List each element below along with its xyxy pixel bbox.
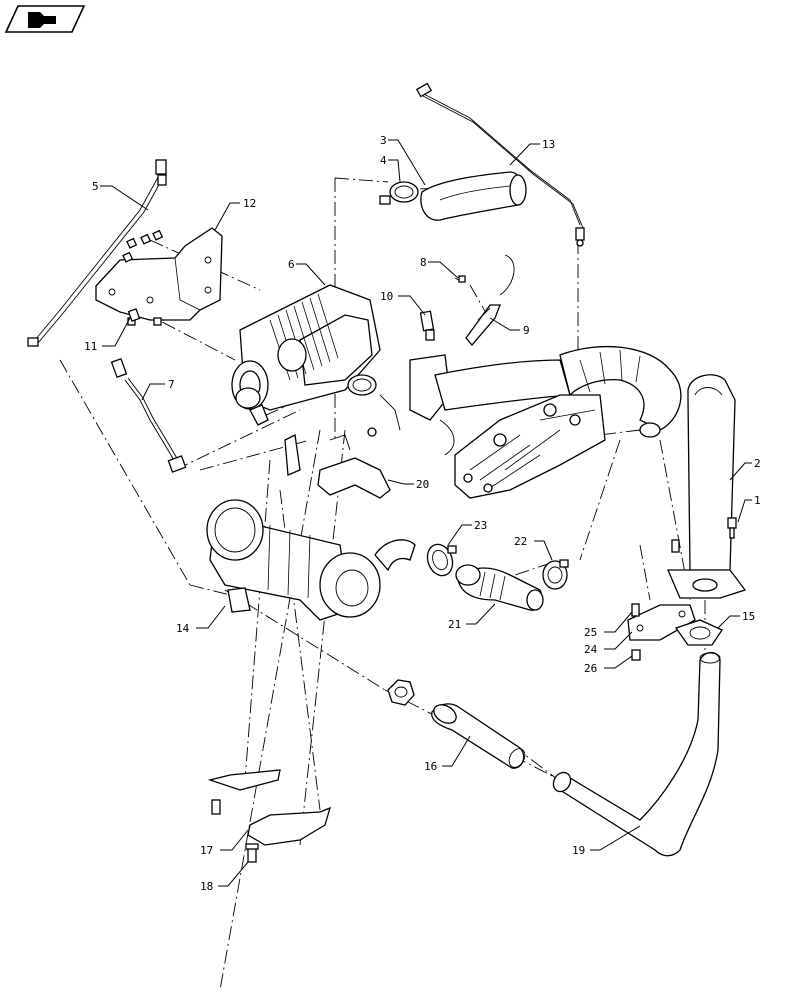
callout-18: 18 [200, 880, 213, 893]
callout-16: 16 [424, 760, 437, 773]
wire-harness-5 [27, 159, 167, 347]
callout-23: 23 [474, 519, 487, 532]
clamp-22 [542, 559, 569, 590]
muffler-14 [206, 499, 416, 621]
flex-pipe-21 [455, 564, 544, 611]
clamp-small [347, 374, 377, 437]
callout-4: 4 [380, 154, 387, 167]
callout-6: 6 [288, 258, 295, 271]
callout-26: 26 [584, 662, 597, 675]
callout-1: 1 [754, 494, 761, 507]
bolt-11 [127, 308, 141, 322]
clamp-23 [426, 543, 457, 577]
callout-5: 5 [92, 180, 99, 193]
clamp-4 [379, 181, 419, 205]
strap-20 [284, 434, 391, 499]
sensor-10 [419, 310, 435, 341]
exhaust-manifold [454, 394, 606, 499]
assembly-lines [59, 177, 706, 991]
book-page-icon[interactable] [4, 5, 86, 33]
air-cleaner-6 [231, 284, 381, 426]
tail-pipe-19 [552, 651, 721, 857]
callout-15: 15 [742, 610, 755, 623]
callout-7: 7 [168, 378, 175, 391]
callout-14: 14 [176, 622, 190, 635]
callout-12: 12 [243, 197, 256, 210]
bolt-18 [245, 843, 259, 863]
exhaust-stack-2 [667, 374, 747, 599]
callout-21: 21 [448, 618, 461, 631]
callout-13: 13 [542, 138, 555, 151]
pipe-16 [431, 703, 526, 769]
nut-26 [631, 649, 641, 661]
sensor-7 [110, 357, 187, 473]
callout-2: 2 [754, 457, 761, 470]
clip-9 [465, 304, 501, 347]
callout-17: 17 [200, 844, 213, 857]
callout-8: 8 [420, 256, 427, 269]
leader-lines [100, 139, 752, 887]
bolt-1 [727, 517, 737, 539]
callout-25: 25 [584, 626, 597, 639]
wire-harness-13 [415, 82, 585, 247]
callout-10: 10 [380, 290, 393, 303]
bolt-25 [631, 603, 640, 617]
connector-8 [454, 254, 515, 296]
turbo-elbow [379, 346, 682, 456]
strap-17 [207, 769, 332, 846]
callout-11: 11 [84, 340, 97, 353]
bracket-24 [627, 604, 696, 641]
callout-labels: 1 2 3 4 5 6 7 8 9 10 11 12 13 14 15 16 1… [84, 134, 761, 893]
callout-3: 3 [380, 134, 387, 147]
callout-22: 22 [514, 535, 527, 548]
callout-24: 24 [584, 643, 598, 656]
bracket-12 [95, 227, 223, 326]
gasket-15 [674, 619, 723, 646]
clamp-band [387, 679, 415, 706]
callout-19: 19 [572, 844, 585, 857]
callout-20: 20 [416, 478, 429, 491]
callout-9: 9 [523, 324, 530, 337]
hose-3 [420, 171, 527, 221]
